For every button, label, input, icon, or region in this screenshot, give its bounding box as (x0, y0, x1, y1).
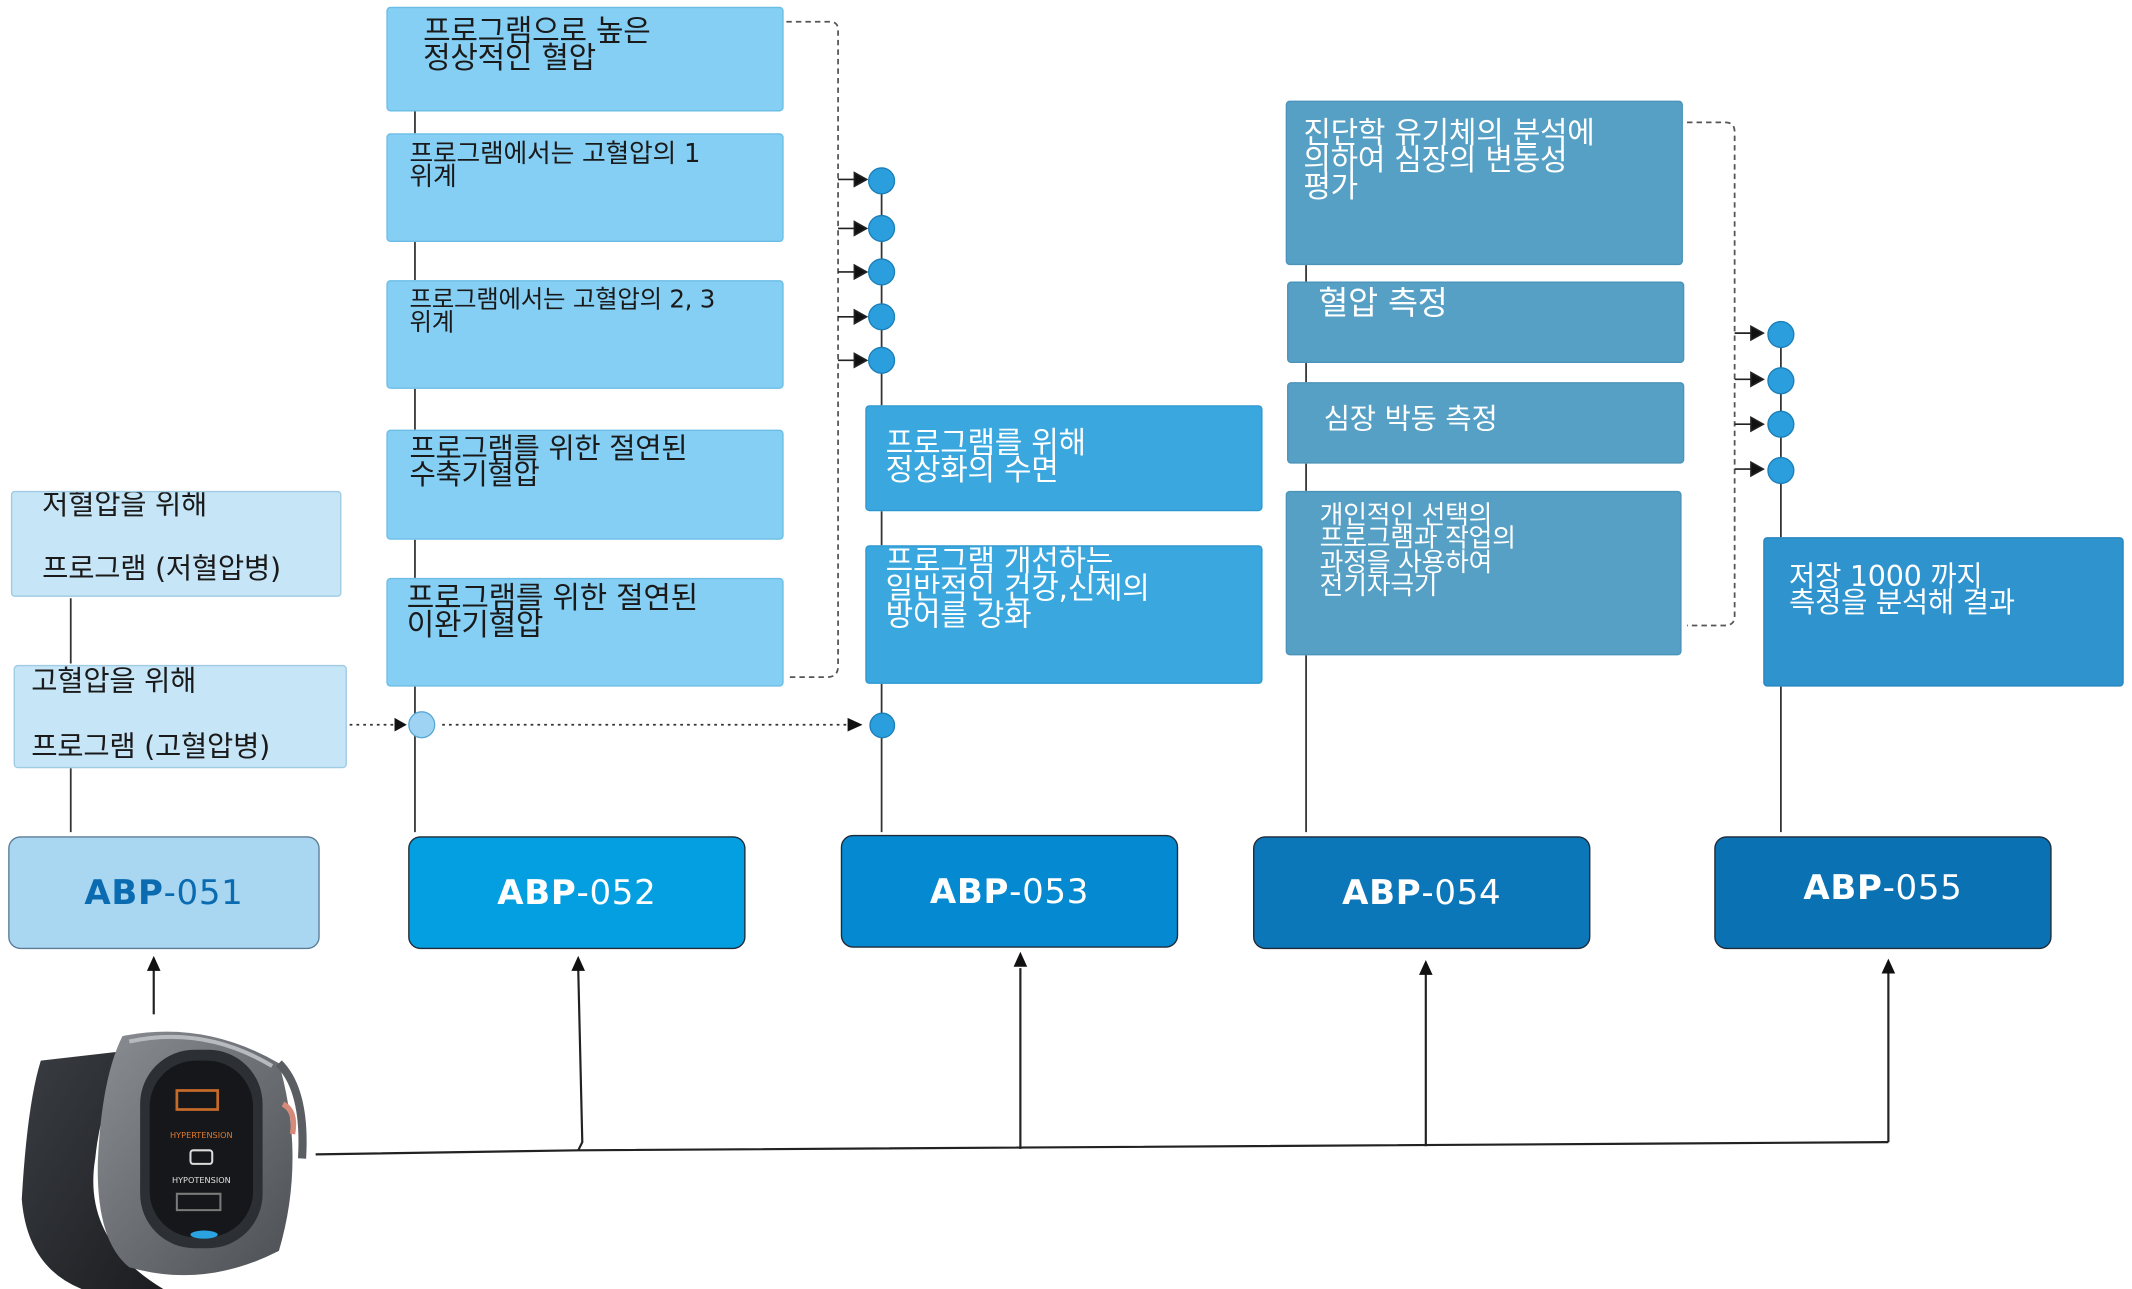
connector-dot (867, 258, 896, 286)
program-text: 프로그램를 위한 절연된 (406, 581, 698, 616)
program-box-053-sleep: 프로그램를 위해 정상화의 수면 (865, 405, 1263, 512)
program-box-054-hrv: 진단학 유기체의 분석에 의하여 심장의 변동성 평가 (1285, 100, 1683, 266)
program-text: 전기자극기 (1319, 571, 1438, 602)
program-box-052-systolic: 프로그램를 위한 절연된 수축기혈압 (386, 429, 784, 540)
connector-dot (1767, 320, 1795, 349)
model-label-number: -053 (1009, 871, 1090, 911)
program-text: 진단학 유기체의 분석에 (1303, 116, 1595, 151)
program-text: 프로그램 (저혈압병) (42, 552, 281, 585)
program-text: 평가 (1303, 171, 1358, 206)
program-text: 방어를 강화 (885, 600, 1032, 635)
dashed-brackets (786, 20, 1736, 679)
model-label-prefix: ABP (84, 872, 164, 913)
connector-dot (867, 214, 896, 243)
program-text: 위계 (409, 162, 457, 193)
model-label-number: -052 (576, 872, 657, 913)
connector-dot (1767, 367, 1795, 395)
program-box-051-hypertension: 고혈압을 위해 프로그램 (고혈압병) (13, 664, 347, 769)
model-label-number: -055 (1882, 867, 1963, 907)
program-text: 위계 (409, 308, 455, 337)
connector-dot (869, 712, 896, 739)
dotted-arrowheads (394, 717, 863, 732)
program-box-052-diastolic: 프로그램를 위한 절연된 이완기혈압 (386, 577, 784, 687)
blood-pressure-monitor-device: HYPERTENSION HYPOTENSION (21, 1031, 307, 1289)
model-abp-054[interactable]: ABP-054 (1253, 836, 1591, 950)
program-box-051-hypotension: 저혈압을 위해 프로그램 (저혈압병) (10, 490, 342, 597)
program-box-055-storage: 저장 1000 까지 측정을 분석해 결과 (1763, 537, 2124, 687)
program-text: 개인적인 선택의 (1319, 500, 1493, 531)
program-text: 프로그램으로 높은 (423, 14, 651, 49)
program-text: 프로그램에서는 고혈압의 2, 3 (409, 285, 716, 315)
model-label-prefix: ABP (1803, 867, 1883, 907)
program-text: 정상화의 수면 (885, 454, 1059, 489)
program-text: 고혈압을 위해 (31, 664, 197, 698)
program-text: 프로그램과 작업의 (1319, 524, 1516, 555)
connector-dot (1767, 410, 1795, 438)
program-box-053-general-health: 프로그램 개선하는 일반적인 건강,신체의 방어를 강화 (865, 545, 1263, 684)
program-text: 프로그램를 위한 절연된 (409, 432, 688, 466)
program-box-054-stimulator: 개인적인 선택의 프로그램과 작업의 과정을 사용하여 전기자극기 (1285, 490, 1682, 656)
program-text: 일반적인 건강,신체의 (885, 572, 1150, 607)
connector-dot (408, 711, 436, 739)
program-box-052-grade-1: 프로그램에서는 고혈압의 1 위계 (386, 133, 784, 243)
dot-arrows (838, 171, 1765, 478)
device-screen-label: HYPERTENSION (170, 1130, 233, 1140)
model-label-number: -051 (163, 872, 244, 913)
device-connectors (152, 968, 1890, 1156)
model-abp-051[interactable]: ABP-051 (8, 836, 320, 950)
model-abp-055[interactable]: ABP-055 (1714, 836, 2052, 950)
connector-dot (867, 346, 896, 374)
model-abp-053[interactable]: ABP-053 (840, 834, 1179, 948)
device-screen-label: HYPOTENSION (172, 1175, 231, 1185)
connector-dot (867, 303, 896, 331)
program-box-052-high-normal: 프로그램으로 높은 정상적인 혈압 (386, 6, 784, 112)
program-text: 저장 1000 까지 (1789, 560, 1983, 593)
model-label-prefix: ABP (929, 871, 1010, 911)
connector-dot (867, 167, 896, 195)
program-text: 의하여 심장의 변동성 (1303, 144, 1568, 179)
program-text: 이완기혈압 (406, 609, 544, 644)
program-text: 저혈압을 위해 (42, 490, 208, 521)
program-box-054-bp-measure: 혈압 측정 (1287, 281, 1685, 364)
program-text: 과정을 사용하여 (1319, 547, 1493, 578)
model-label-prefix: ABP (1342, 872, 1422, 913)
program-text: 프로그램 (고혈압병) (31, 730, 270, 763)
model-label-prefix: ABP (497, 872, 577, 913)
program-text: 수축기혈압 (409, 458, 540, 492)
program-text: 프로그램에서는 고혈압의 1 (409, 138, 701, 169)
model-label-number: -054 (1421, 872, 1502, 913)
program-text: 측정을 분석해 결과 (1789, 586, 2015, 620)
connector-dot (1767, 456, 1795, 485)
program-text: 정상적인 혈압 (423, 42, 596, 77)
program-box-054-heart-rate: 심장 박동 측정 (1287, 382, 1685, 464)
program-text: 프로그램 개선하는 (885, 545, 1114, 580)
arrowheads-up (146, 951, 1896, 975)
program-text: 프로그램를 위해 (885, 426, 1086, 461)
model-abp-052[interactable]: ABP-052 (408, 836, 746, 950)
program-text: 혈압 측정 (1318, 284, 1448, 323)
program-text: 심장 박동 측정 (1323, 402, 1498, 436)
program-box-052-grade-2-3: 프로그램에서는 고혈압의 2, 3 위계 (386, 280, 784, 389)
